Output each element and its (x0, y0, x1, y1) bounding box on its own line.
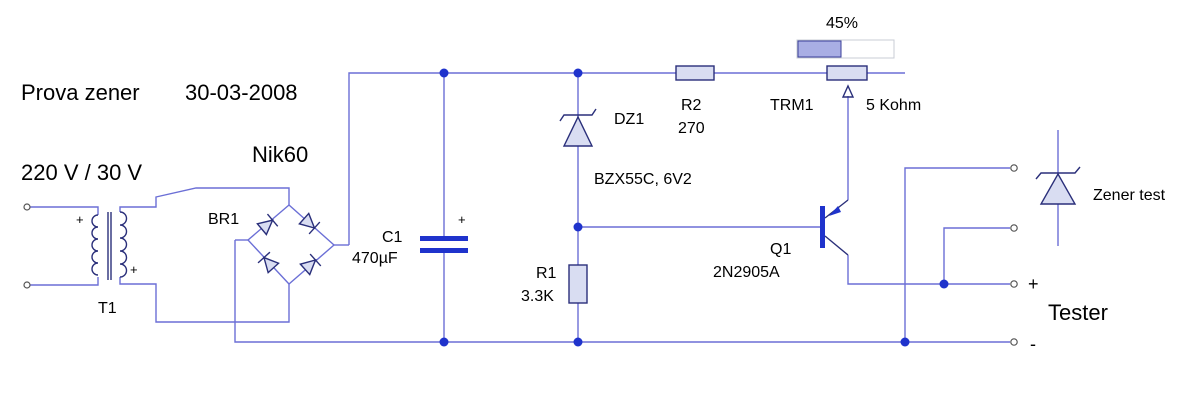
q1-value: 2N2905A (713, 264, 780, 281)
transistor-q1: Q1 2N2905A (713, 199, 849, 281)
trimmer-position-percent: 45% (826, 15, 858, 32)
junction-node (573, 222, 583, 232)
junction-node (439, 68, 449, 78)
q1-label: Q1 (770, 241, 791, 258)
tester-plus-terminal[interactable] (1010, 280, 1018, 288)
terminals (23, 164, 1018, 346)
t1-primary-plus-mark: + (76, 212, 84, 227)
dz1-label: DZ1 (614, 111, 644, 128)
junction-node (439, 337, 449, 347)
author-text: Nik60 (252, 142, 308, 167)
r2-label: R2 (681, 97, 702, 114)
r1-value: 3.3K (521, 288, 554, 305)
r1-label: R1 (536, 265, 557, 282)
tester-minus-mark: - (1030, 334, 1036, 354)
c1-plus-mark: + (458, 212, 466, 227)
zener-test-terminal[interactable] (1010, 164, 1018, 172)
trimmer-trm1: TRM1 5 Kohm (770, 65, 921, 114)
tester-plus-mark: + (1028, 274, 1039, 294)
zener-test-symbol: Zener test (1035, 130, 1166, 246)
r2-value: 270 (678, 120, 705, 137)
transformer-t1: + + T1 (76, 211, 138, 317)
junction-node (900, 337, 910, 347)
mains-terminal[interactable] (23, 203, 31, 211)
tester-minus-terminal[interactable] (1010, 338, 1018, 346)
zener-test-label: Zener test (1093, 187, 1166, 204)
tester-label: Tester (1048, 300, 1108, 325)
junction-nodes (439, 68, 949, 347)
page-title: Prova zener (21, 80, 140, 105)
t1-label: T1 (98, 300, 117, 317)
mains-terminal[interactable] (23, 281, 31, 289)
junction-node (939, 279, 949, 289)
trimmer-position-indicator[interactable]: 45% (796, 15, 895, 59)
capacitor-c1: + C1 470µF (352, 212, 468, 267)
junction-node (573, 68, 583, 78)
bridge-rectifier-br1: BR1 (208, 204, 335, 285)
zener-test-terminal[interactable] (1010, 224, 1018, 232)
date-text: 30-03-2008 (185, 80, 298, 105)
dz1-value: BZX55C, 6V2 (594, 171, 692, 188)
c1-label: C1 (382, 229, 403, 246)
zener-diode-dz1: DZ1 BZX55C, 6V2 (559, 108, 692, 188)
wires (30, 72, 1010, 343)
c1-value: 470µF (352, 250, 398, 267)
resistor-r2: R2 270 (675, 65, 715, 137)
input-voltage-text: 220 V / 30 V (21, 160, 142, 185)
br1-label: BR1 (208, 211, 239, 228)
t1-secondary-plus-mark: + (130, 262, 138, 277)
trm1-label: TRM1 (770, 97, 814, 114)
trm1-value: 5 Kohm (866, 97, 921, 114)
trimmer-position-fill (797, 40, 842, 58)
resistor-r1: R1 3.3K (521, 264, 588, 305)
junction-node (573, 337, 583, 347)
